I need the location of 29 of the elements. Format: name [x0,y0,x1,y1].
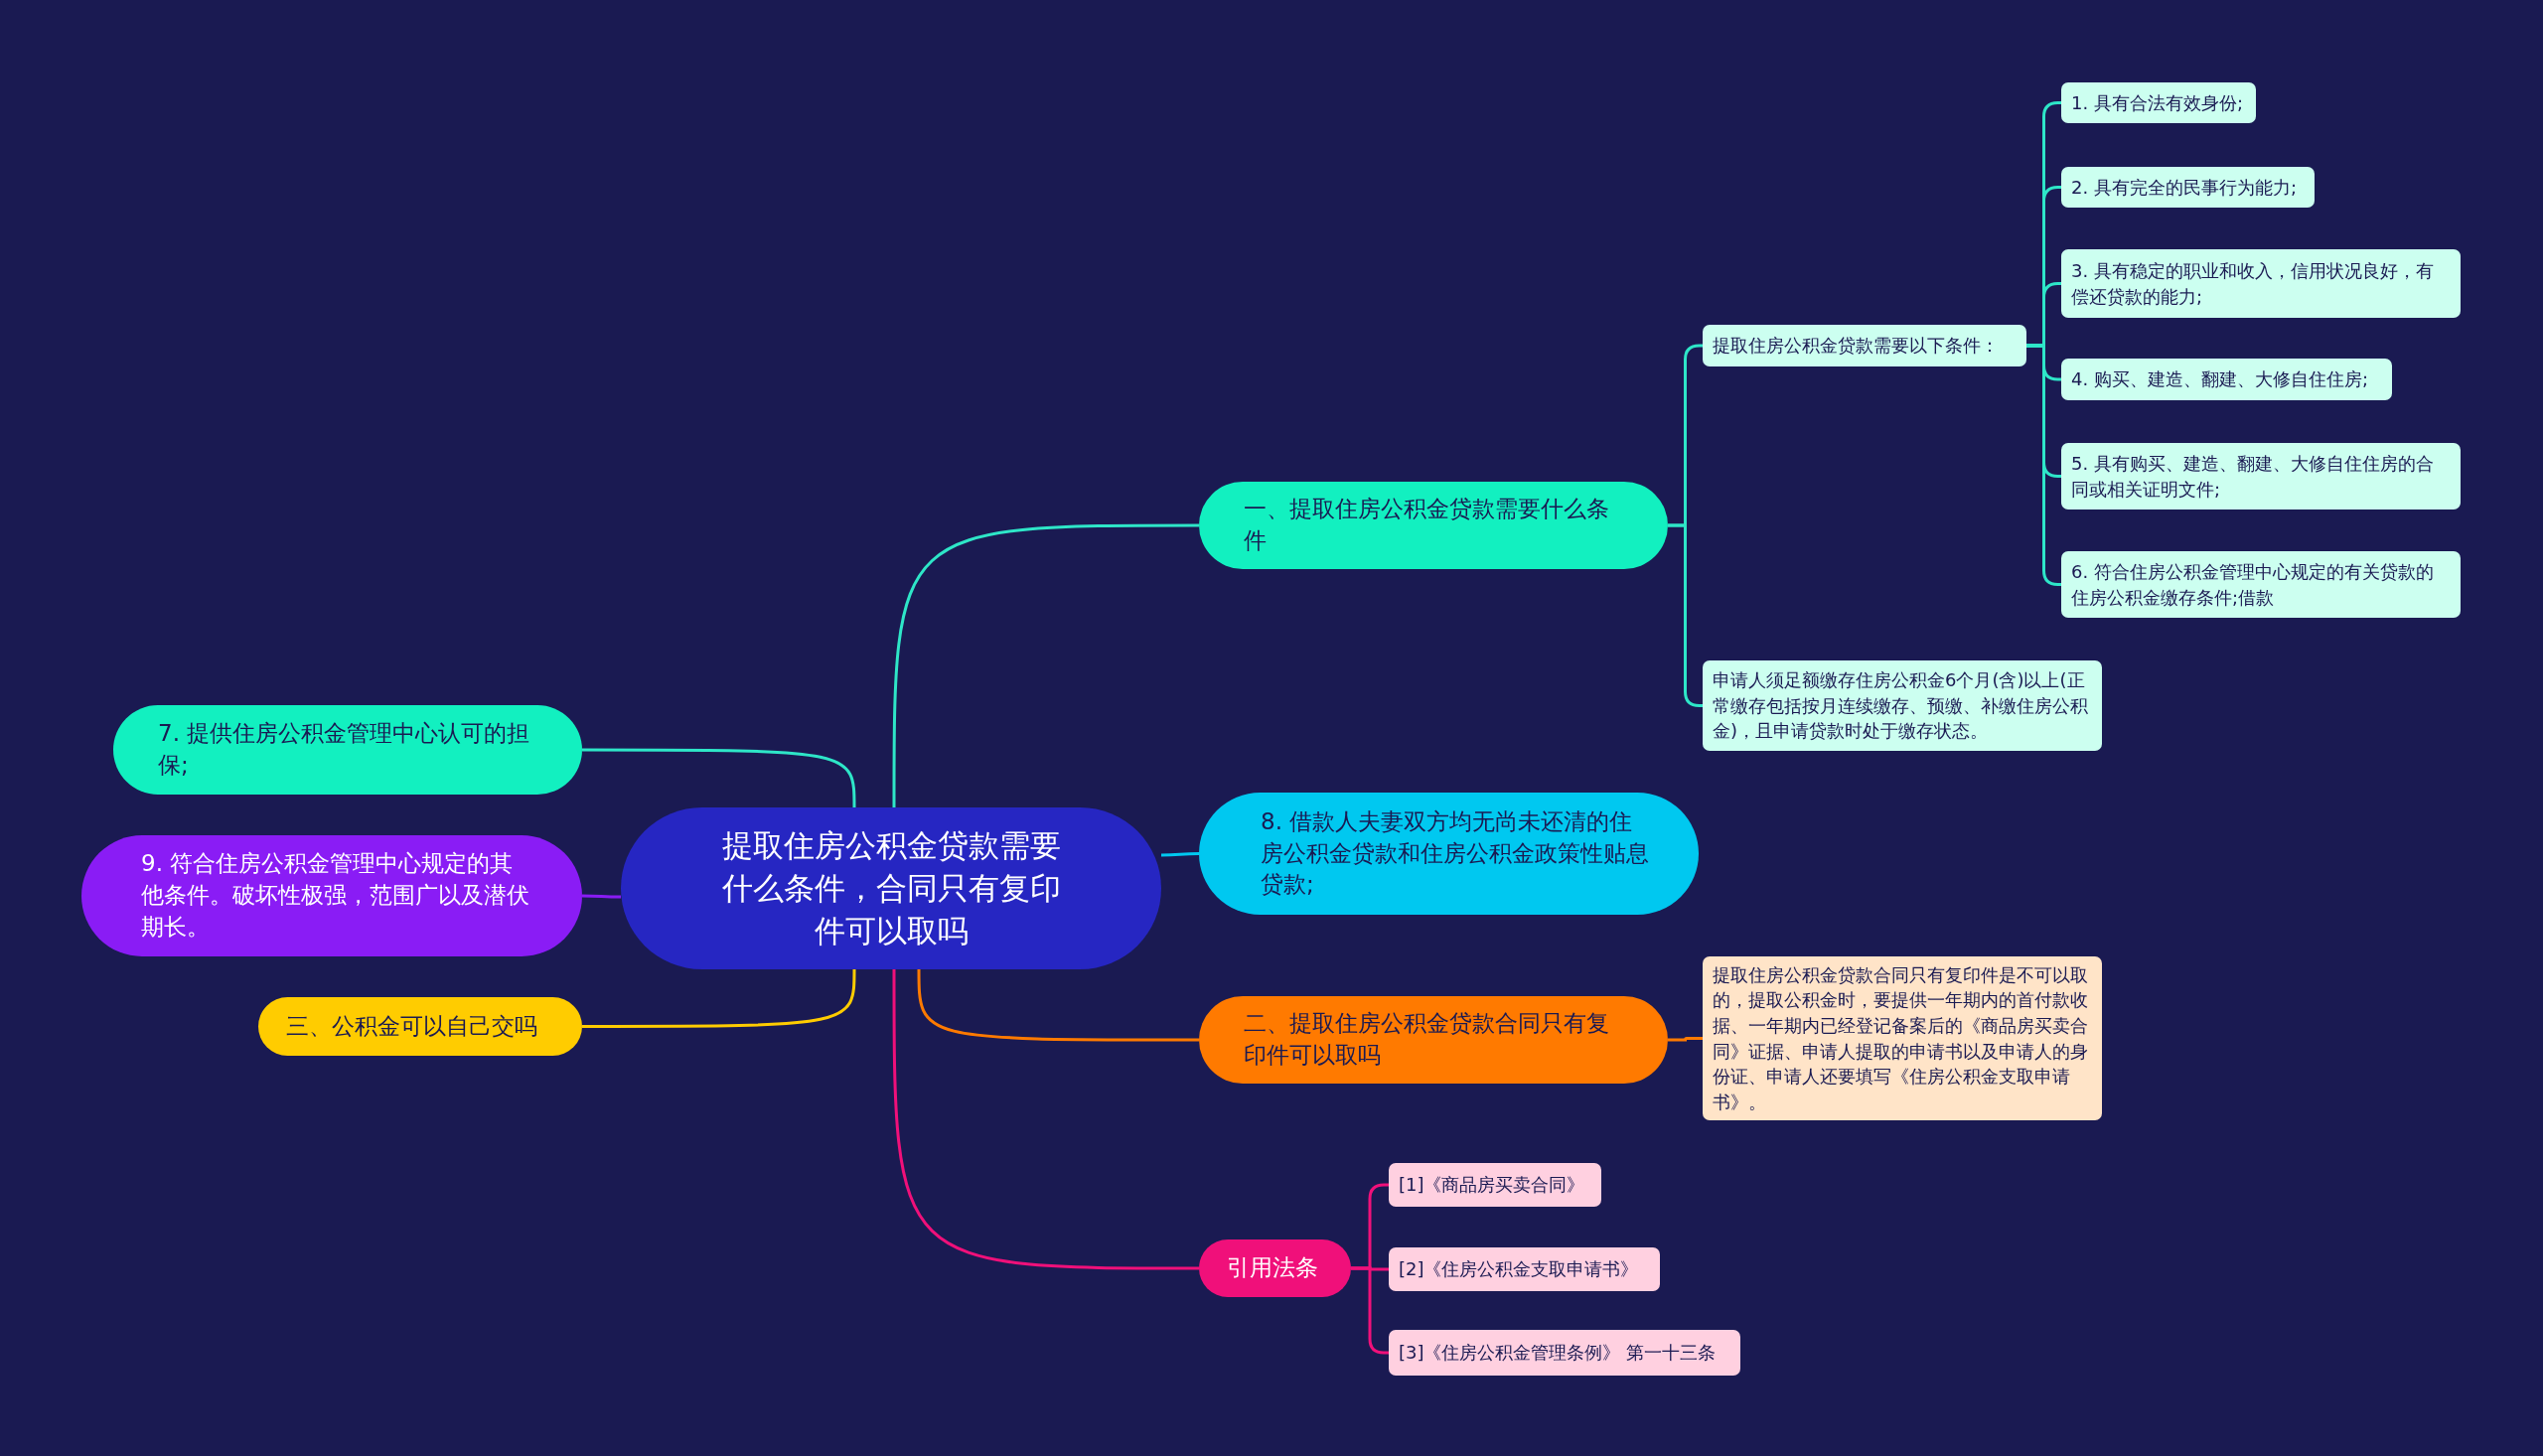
subtopic-box: 提取住房公积金贷款合同只有复印件是不可以取的，提取公积金时，要提供一年期内的首付款收据、一年期内已经登记备案后的《商品房买卖合同》证据、申请人提取的申请书以及申请人的身份证、申请人还要填写《住房公积金支取申请书》。 [1703,956,2102,1120]
subtopic-box: 4. 购买、建造、翻建、大修自住住房; [2061,359,2392,400]
subtopic-box: 2. 具有完全的民事行为能力; [2061,167,2315,208]
topic-pill: 引用法条 [1199,1239,1351,1297]
reference-box: [1]《商品房买卖合同》 [1389,1163,1601,1207]
topic-pill: 8. 借款人夫妻双方均无尚未还清的住房公积金贷款和住房公积金政策性贴息贷款; [1199,793,1699,915]
reference-box: [2]《住房公积金支取申请书》 [1389,1247,1660,1291]
connector-line [1161,852,1199,857]
subtopic-box: 3. 具有稳定的职业和收入，信用状况良好，有偿还贷款的能力; [2061,249,2461,318]
topic-pill: 二、提取住房公积金贷款合同只有复印件可以取吗 [1199,996,1668,1084]
central-topic: 提取住房公积金贷款需要什么条件，合同只有复印件可以取吗 [621,807,1161,969]
subtopic-box: 申请人须足额缴存住房公积金6个月(含)以上(正常缴存包括按月连续缴存、预缴、补缴住房公积金)，且申请贷款时处于缴存状态。 [1703,660,2102,751]
connector-line [892,969,1199,1270]
topic-pill: 7. 提供住房公积金管理中心认可的担保; [113,705,582,795]
connector-line [1351,1266,1389,1355]
connector-line [892,523,1199,807]
subtopic-box: 5. 具有购买、建造、翻建、大修自住住房的合同或相关证明文件; [2061,443,2461,510]
reference-box: [3]《住房公积金管理条例》 第一十三条 [1389,1330,1740,1376]
connector-line [582,748,856,807]
connector-line [917,969,1199,1042]
topic-pill: 一、提取住房公积金贷款需要什么条件 [1199,482,1668,569]
connector-line [582,894,621,899]
connector-line [582,969,856,1028]
subtopic-box: 6. 符合住房公积金管理中心规定的有关贷款的住房公积金缴存条件;借款 [2061,551,2461,618]
connector-line [1668,1037,1703,1042]
topic-pill: 9. 符合住房公积金管理中心规定的其他条件。破坏性极强，范围广以及潜伏期长。 [81,835,582,956]
topic-pill: 三、公积金可以自己交吗 [258,997,582,1056]
subtopic-box: 1. 具有合法有效身份; [2061,82,2256,123]
subtopic-box: 提取住房公积金贷款需要以下条件： [1703,325,2026,366]
